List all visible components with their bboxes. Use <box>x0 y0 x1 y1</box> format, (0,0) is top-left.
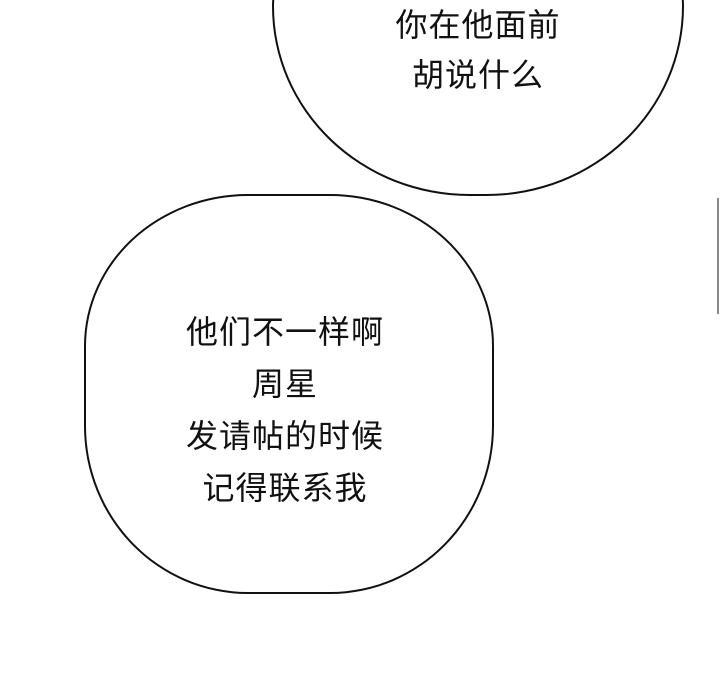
speech-line: 你在他面前 <box>395 6 561 44</box>
speech-line: 胡说什么 <box>411 56 544 94</box>
speech-line: 周星 <box>251 365 318 403</box>
speech-line: 他们不一样啊 <box>185 313 384 351</box>
speech-text-main: 他们不一样啊 周星 发请帖的时候 记得联系我 <box>160 306 410 514</box>
panel-edge-line <box>717 198 719 314</box>
speech-text-top: 你在他面前 胡说什么 <box>378 0 578 100</box>
speech-line: 发请帖的时候 <box>185 417 384 455</box>
speech-line: 记得联系我 <box>202 469 368 507</box>
speech-bubble-main <box>84 194 494 594</box>
